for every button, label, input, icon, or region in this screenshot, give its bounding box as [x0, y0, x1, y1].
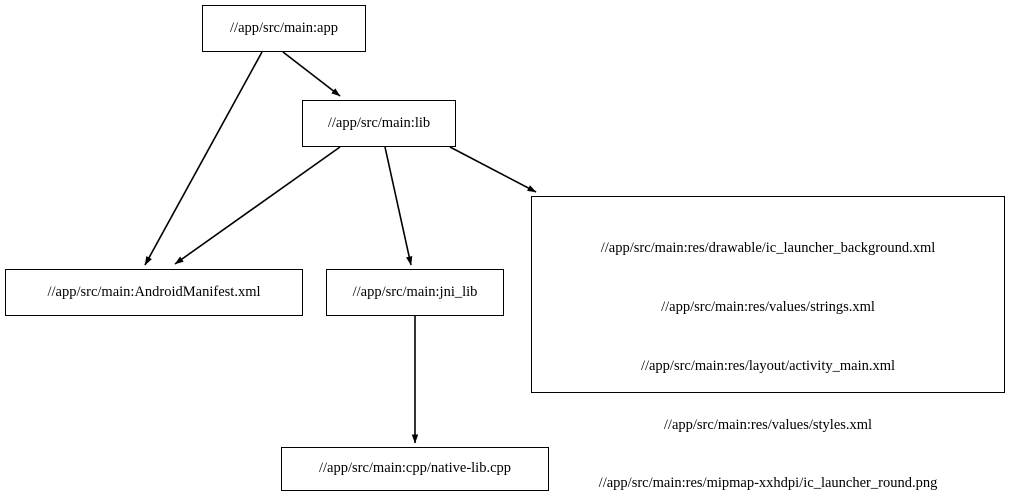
- node-app-label: //app/src/main:app: [230, 19, 338, 36]
- edge-lib-to-jni-lib: [384, 146, 413, 266]
- node-native-lib-cpp-label: //app/src/main:cpp/native-lib.cpp: [318, 460, 512, 477]
- edge-app-to-android-manifest: [144, 51, 263, 266]
- node-lib[interactable]: //app/src/main:lib: [302, 100, 456, 147]
- node-jni-lib[interactable]: //app/src/main:jni_lib: [326, 269, 504, 316]
- edge-app-to-lib: [282, 51, 341, 97]
- edge-lib-to-android-manifest: [174, 146, 341, 265]
- node-resources-line-4: //app/src/main:res/mipmap-xxhdpi/ic_laun…: [598, 475, 938, 492]
- node-jni-lib-label: //app/src/main:jni_lib: [352, 283, 478, 300]
- node-android-manifest-label: //app/src/main:AndroidManifest.xml: [47, 283, 261, 300]
- edge-lib-to-resources: [449, 146, 537, 193]
- node-resources[interactable]: //app/src/main:res/drawable/ic_launcher_…: [531, 196, 1005, 491]
- node-resources-line-0: //app/src/main:res/drawable/ic_launcher_…: [600, 240, 936, 257]
- node-native-lib-cpp[interactable]: //app/src/main:cpp/native-lib.cpp: [281, 447, 549, 491]
- node-resources-line-1: //app/src/main:res/values/strings.xml: [661, 298, 875, 315]
- node-app[interactable]: //app/src/main:app: [202, 5, 366, 52]
- node-android-manifest[interactable]: //app/src/main:AndroidManifest.xml: [5, 269, 303, 316]
- node-lib-label: //app/src/main:lib: [327, 114, 431, 131]
- node-resources-line-2: //app/src/main:res/layout/activity_main.…: [640, 357, 896, 374]
- node-resources-line-3: //app/src/main:res/values/styles.xml: [663, 416, 873, 433]
